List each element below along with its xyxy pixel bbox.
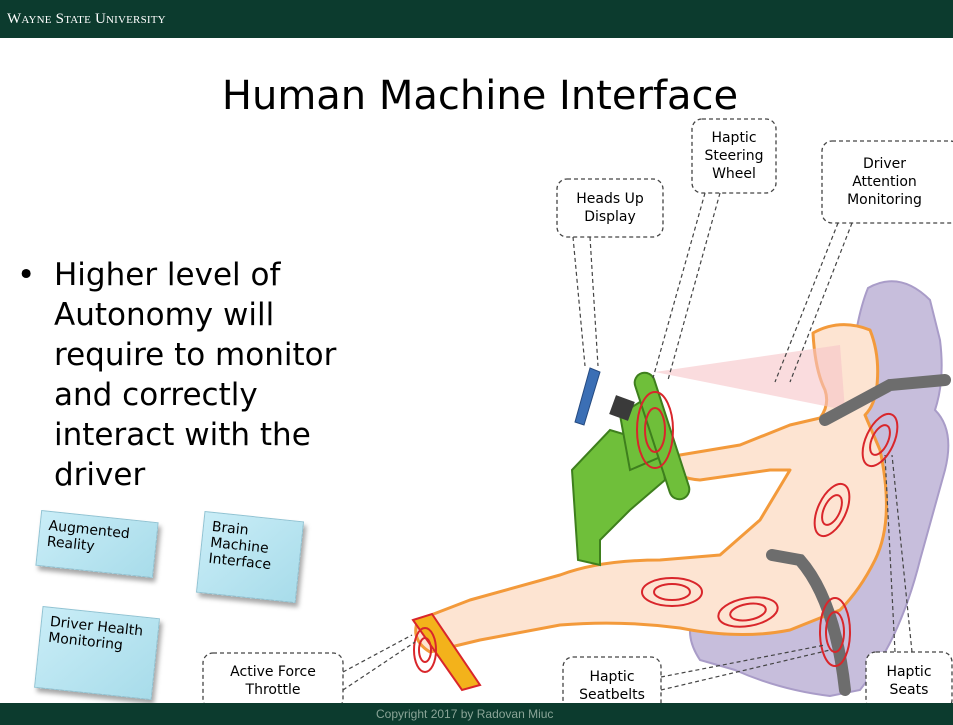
heads-up-display-glass xyxy=(574,367,601,426)
callout-box-seatbelts xyxy=(562,656,662,716)
haptic-marks xyxy=(413,391,899,673)
callout-driver-attention-monitoring: Driver Attention Monitoring xyxy=(847,156,922,208)
shoulder-belt xyxy=(819,374,951,426)
callout-haptic-seatbelts: Haptic Seatbelts xyxy=(579,669,645,703)
steering-wheel xyxy=(633,371,691,501)
university-name: Wayne State University xyxy=(7,11,166,27)
throttle-pedal xyxy=(411,612,482,692)
callout-active-force-throttle: Active Force Throttle xyxy=(230,664,316,698)
leader-line-attention xyxy=(774,222,853,383)
footer-banner xyxy=(0,703,953,725)
leader-line-throttle xyxy=(342,634,416,691)
callout-box-attention xyxy=(821,140,953,224)
callout-haptic-steering-wheel: Haptic Steering Wheel xyxy=(704,130,764,182)
vision-cone xyxy=(655,345,845,410)
bullet-icon: • xyxy=(17,257,36,293)
leader-line-seats xyxy=(884,454,913,653)
slide-title: Human Machine Interface xyxy=(221,73,739,119)
tile-brain-machine-interface: Brain Machine Interface xyxy=(195,510,305,604)
leader-line-seatbelts xyxy=(660,644,831,691)
leader-line-steering xyxy=(652,192,721,381)
callout-heads-up-display: Heads Up Display xyxy=(576,191,644,225)
tile-driver-health-monitoring: Driver Health Monitoring xyxy=(34,606,160,700)
camera-box xyxy=(609,395,635,421)
leader-line-hud xyxy=(572,236,599,367)
copyright-text: Copyright 2017 by Radovan Miuc xyxy=(376,707,554,721)
callout-box-hud xyxy=(556,178,664,238)
header-banner xyxy=(0,0,953,38)
bullet-text: Higher level of Autonomy will require to… xyxy=(54,257,337,493)
bullet-point: • Higher level of Autonomy will require … xyxy=(17,255,347,495)
callout-box-steering xyxy=(691,118,777,194)
callout-haptic-seats: Haptic Seats xyxy=(886,664,932,698)
lap-belt xyxy=(766,549,851,696)
